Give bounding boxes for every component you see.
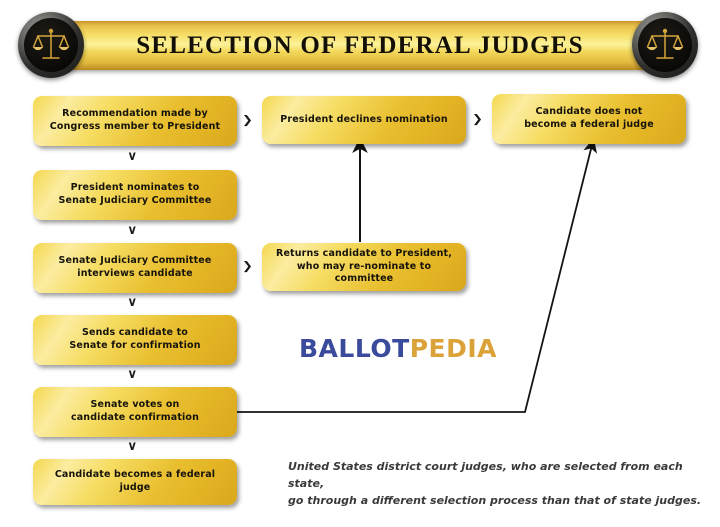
flow-box-recommendation[interactable]: Recommendation made by Congress member t… xyxy=(33,96,237,146)
logo-text-pedia: PEDIA xyxy=(409,334,497,363)
flow-box-label: President nominates to Senate Judiciary … xyxy=(58,182,212,206)
logo-text-ballot: BALLOT xyxy=(299,334,410,363)
scales-icon xyxy=(32,28,70,59)
flow-box-label: Senate votes on candidate confirmation xyxy=(70,399,200,423)
medallion-left-inner xyxy=(24,18,78,72)
flow-box-committee-interviews[interactable]: Senate Judiciary Committee interviews ca… xyxy=(33,243,237,293)
flow-box-senate-votes[interactable]: Senate votes on candidate confirmation xyxy=(33,387,237,437)
flow-box-label: Candidate does not become a federal judg… xyxy=(524,106,654,130)
flow-box-president-nominates[interactable]: President nominates to Senate Judiciary … xyxy=(33,170,237,220)
chevron-down-icon: v xyxy=(128,149,136,164)
flow-box-not-federal-judge[interactable]: Candidate does not become a federal judg… xyxy=(492,94,686,144)
chevron-down-icon: v xyxy=(128,295,136,310)
flow-box-label: Candidate becomes a federal judge xyxy=(54,469,216,493)
chevron-down-icon: v xyxy=(128,367,136,382)
chevron-right-icon: ❯ xyxy=(242,260,253,273)
flow-box-label: Returns candidate to President, who may … xyxy=(275,247,453,285)
scales-icon xyxy=(646,28,684,59)
title-banner: Selection of Federal Judges xyxy=(36,21,684,70)
flow-box-label: Sends candidate to Senate for confirmati… xyxy=(69,327,201,351)
chevron-right-icon: ❯ xyxy=(472,113,483,126)
medallion-right-inner xyxy=(638,18,692,72)
flow-box-sends-candidate[interactable]: Sends candidate to Senate for confirmati… xyxy=(33,315,237,365)
flow-box-becomes-judge[interactable]: Candidate becomes a federal judge xyxy=(33,459,237,505)
footnote-text: United States district court judges, who… xyxy=(288,460,702,508)
chevron-down-icon: v xyxy=(128,439,136,454)
flow-box-label: Recommendation made by Congress member t… xyxy=(49,108,221,132)
flow-box-label: President declines nomination xyxy=(280,113,448,125)
chevron-right-icon: ❯ xyxy=(242,114,253,127)
medallion-left xyxy=(18,12,84,78)
ballotpedia-logo: BALLOTPEDIA xyxy=(299,334,497,363)
page-title: Selection of Federal Judges xyxy=(136,32,584,59)
flow-box-president-declines[interactable]: President declines nomination xyxy=(262,96,466,144)
flow-box-returns-candidate[interactable]: Returns candidate to President, who may … xyxy=(262,243,466,291)
flow-box-label: Senate Judiciary Committee interviews ca… xyxy=(58,255,212,279)
medallion-right xyxy=(632,12,698,78)
chevron-down-icon: v xyxy=(128,223,136,238)
